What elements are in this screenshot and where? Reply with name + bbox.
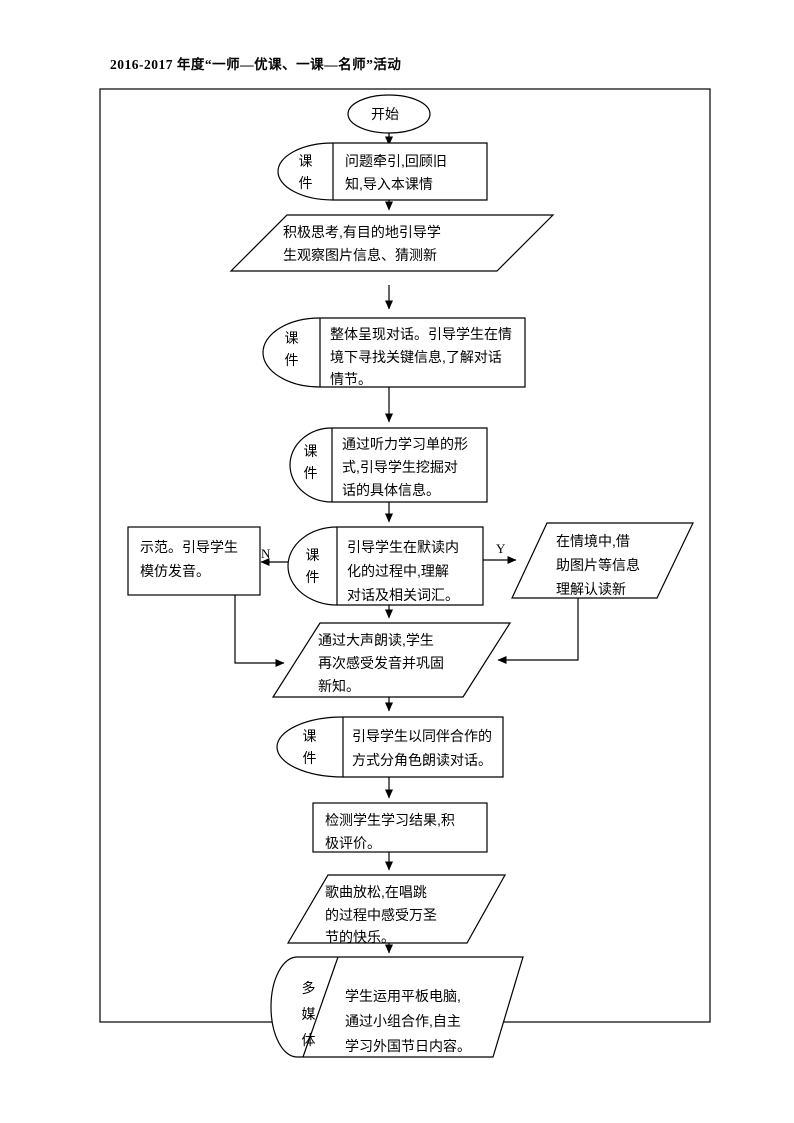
step-tablet-shape	[270, 956, 524, 1058]
step-silent-reading-shape	[287, 526, 484, 606]
step-assess-shape	[312, 802, 488, 853]
step-context-text: 在情境中,借 助图片等信息 理解认读新	[556, 533, 640, 597]
step-silent-reading-text: 引导学生在默读内 化的过程中,理解 对话及相关词汇。	[347, 539, 459, 603]
step-present-shape	[262, 317, 526, 388]
courseware-tab-label: 课件	[305, 547, 320, 585]
step-demo-shape	[127, 526, 261, 596]
document-title: 2016-2017 年度“一师—优课、一课—名师”活动	[110, 57, 402, 72]
step-intro-text: 问题牵引,回顾旧 知,导入本课情	[345, 153, 447, 192]
observe-clipped-mark: ·	[284, 252, 289, 267]
step-listening-text: 通过听力学习单的形 式,引导学生挖掘对 话的具体信息。	[342, 436, 468, 498]
step-observe-text: 积极思考,有目的地引导学 生观察图片信息、猜测新	[283, 224, 441, 263]
start-label: 开始	[371, 106, 399, 122]
step-context-shape	[511, 522, 694, 599]
step-song-text: 歌曲放松,在唱跳 的过程中感受万圣 节的快乐。	[325, 884, 437, 945]
step-assess-text: 检测学生学习结果,积 极评价。	[325, 812, 455, 851]
step-read-aloud-shape	[271, 622, 512, 698]
step-present-text: 整体呈现对话。引导学生在情 境下寻找关键信息,了解对话 情节。	[330, 326, 512, 387]
step-role-play-shape	[276, 716, 504, 778]
step-song-shape	[286, 874, 507, 944]
courseware-tab-label: 课件	[298, 153, 313, 191]
step-listening-shape	[289, 427, 488, 503]
branch-y-label: Y	[496, 541, 506, 556]
branch-n-label: N	[261, 546, 271, 561]
step-observe-shape	[229, 214, 555, 272]
step-tablet-text: 学生运用平板电脑, 通过小组合作,自主 学习外国节日内容。	[345, 988, 471, 1054]
context-return-connector	[497, 598, 579, 664]
step-read-aloud-text: 通过大声朗读,学生 再次感受发音并巩固 新知。	[318, 632, 444, 694]
demo-return-connector	[234, 595, 285, 667]
flow-connectors	[234, 133, 579, 954]
step-intro-shape	[277, 142, 488, 201]
courseware-tab-label: 课件	[302, 728, 317, 766]
courseware-tab-label: 课件	[303, 443, 318, 481]
step-demo-text: 示范。引导学生 模仿发音。	[140, 539, 238, 579]
multimedia-tab-label: 多媒体	[301, 980, 316, 1048]
courseware-tab-label: 课件	[284, 330, 299, 368]
step-role-play-text: 引导学生以同伴合作的 方式分角色朗读对话。	[352, 728, 492, 768]
